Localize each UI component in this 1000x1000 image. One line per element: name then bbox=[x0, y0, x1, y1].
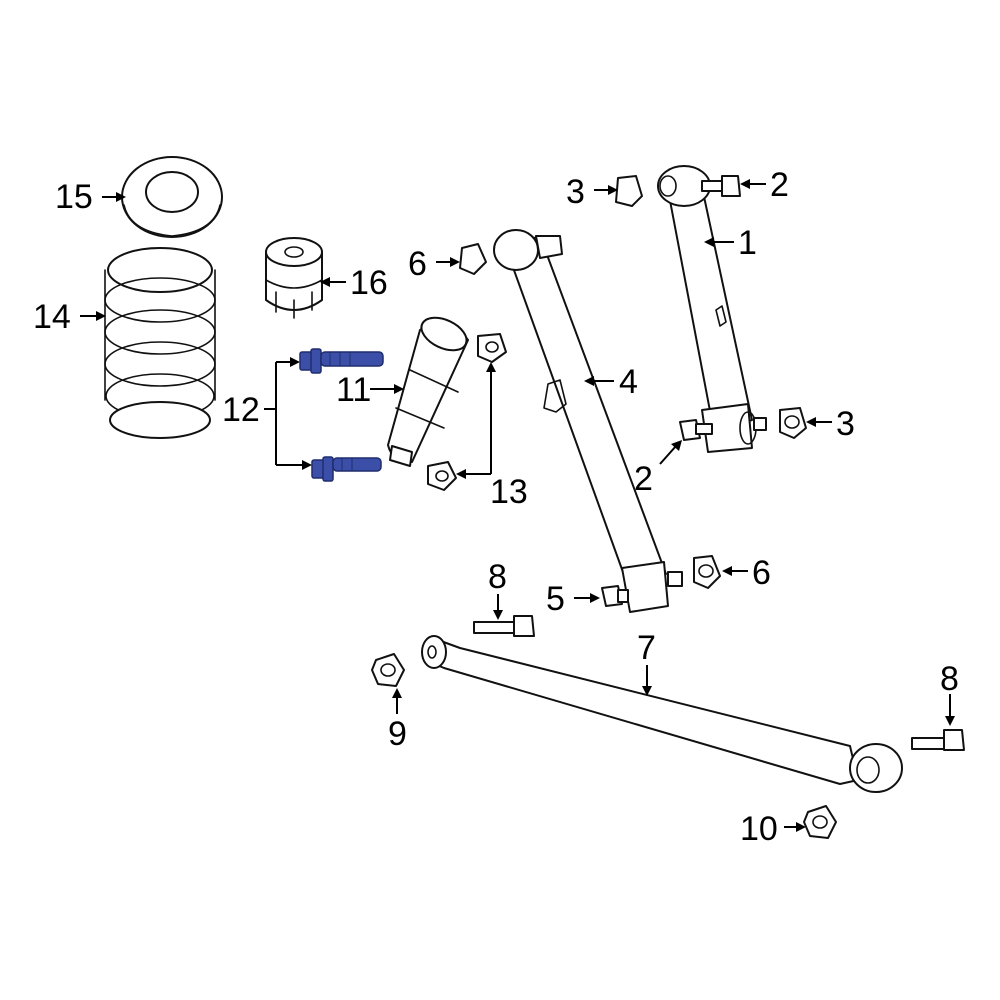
track-bar[interactable] bbox=[421, 635, 903, 793]
shock-nut-lower[interactable] bbox=[427, 461, 457, 491]
upper-arm-bolt-top[interactable] bbox=[701, 175, 741, 197]
track-bar-nut-right[interactable] bbox=[803, 805, 837, 839]
upper-control-arm[interactable] bbox=[657, 165, 757, 453]
callout-11: 11 bbox=[336, 371, 371, 409]
callout-13: 13 bbox=[490, 473, 528, 511]
upper-arm-stud[interactable] bbox=[753, 417, 767, 431]
upper-arm-nut-top[interactable] bbox=[615, 175, 643, 207]
callout-7: 7 bbox=[637, 629, 656, 667]
coil-spring[interactable] bbox=[104, 247, 216, 439]
callout-3-top: 3 bbox=[566, 173, 585, 211]
callout-9: 9 bbox=[388, 715, 407, 753]
callout-6-bottom: 6 bbox=[752, 554, 771, 592]
callout-2-top: 2 bbox=[770, 166, 789, 204]
callout-1: 1 bbox=[738, 224, 757, 262]
lower-control-arm[interactable] bbox=[493, 229, 683, 613]
callout-5: 5 bbox=[546, 580, 565, 618]
callout-15: 15 bbox=[55, 178, 93, 216]
shock-bolt-upper[interactable] bbox=[299, 348, 384, 374]
callout-8-right: 8 bbox=[940, 660, 959, 698]
callout-14: 14 bbox=[33, 298, 71, 336]
callout-2-bottom: 2 bbox=[634, 460, 653, 498]
lower-arm-bolt[interactable] bbox=[601, 585, 629, 607]
spring-isolator[interactable] bbox=[121, 156, 223, 238]
leader-lines bbox=[80, 179, 955, 832]
callout-labels: 15 14 16 12 11 13 3 2 1 6 4 3 2 6 5 8 7 … bbox=[33, 166, 959, 848]
shock-absorber[interactable] bbox=[387, 311, 472, 467]
track-bar-bolt-right[interactable] bbox=[911, 729, 965, 751]
track-bar-bolt-left[interactable] bbox=[473, 615, 535, 637]
callout-3-bottom: 3 bbox=[836, 405, 855, 443]
callout-12: 12 bbox=[222, 391, 260, 429]
callout-8-left: 8 bbox=[488, 558, 507, 596]
lower-arm-nut-bottom[interactable] bbox=[693, 555, 721, 589]
shock-bolt-lower[interactable] bbox=[311, 456, 382, 482]
lower-arm-nut-top[interactable] bbox=[459, 243, 487, 275]
callout-6-top: 6 bbox=[408, 245, 427, 283]
track-bar-nut-left[interactable] bbox=[371, 653, 405, 687]
callout-10: 10 bbox=[740, 810, 778, 848]
jounce-bumper[interactable] bbox=[265, 237, 323, 319]
callout-16: 16 bbox=[350, 264, 388, 302]
callout-4: 4 bbox=[619, 363, 638, 401]
upper-arm-nut-bottom[interactable] bbox=[779, 407, 807, 439]
upper-arm-bolt-bottom[interactable] bbox=[679, 419, 713, 441]
shock-nut-upper[interactable] bbox=[477, 333, 507, 363]
